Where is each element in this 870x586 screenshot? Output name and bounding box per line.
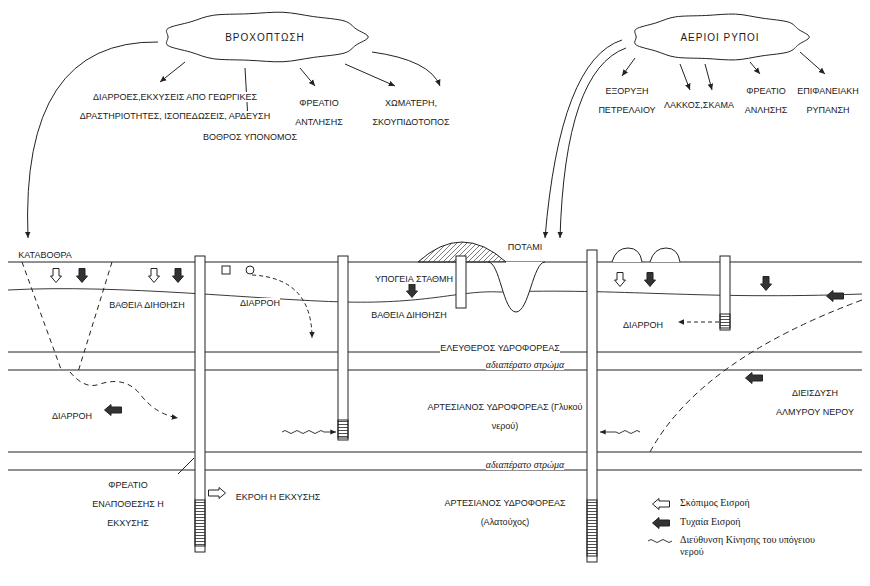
label-slot: ΔΙΕΙΣΔΥΣΗ ΑΛΜΥΡΟΥ ΝΕΡΟΥ: [770, 382, 860, 420]
annotation-label: αδιαπέρατο στρώμα: [486, 459, 565, 470]
annotation-label: ΒΑΘΕΙΑ ΔΙΗΘΗΣΗ: [109, 300, 184, 310]
label-slot: ΔΙΑΡΡΟΗ: [615, 314, 671, 333]
label-slot: ΔΙΑΡΡΟΗ: [44, 405, 100, 424]
cloud-shape: [166, 12, 368, 62]
leader-line: [178, 458, 194, 474]
label-slot: ΦΡΕΑΤΙΟ ΑΝΛΗΣΗΣ: [740, 80, 792, 118]
annotation-label: ΦΡΕΑΤΙΟ ΑΝΤΛΗΣΗΣ: [295, 98, 342, 127]
saltwater-front: [650, 300, 862, 452]
river-bed: [488, 262, 545, 312]
label-slot: ΒΟΘΡΟΣ ΥΠΟΝΟΜΟΣ: [200, 126, 300, 145]
label-slot: ΛΑΚΚΟΣ,ΣΚΑΜΑ: [660, 94, 738, 113]
annotation-label: ΔΙΑΡΡΟΗ: [240, 298, 280, 308]
annotation-label: ΠΟΤΑΜΙ: [508, 242, 542, 252]
label-slot: ΒΑΘΕΙΑ ΔΙΗΘΗΣΗ: [100, 294, 194, 313]
annotation-label: ΦΡΕΑΤΙΟ ΕΝΑΠΟΘΕΣΗΣ Η ΕΚΧΥΣΗΣ: [92, 480, 164, 528]
annotation-label: ΔΙΕΙΣΔΥΣΗ ΑΛΜΥΡΟΥ ΝΕΡΟΥ: [776, 388, 854, 417]
cloud-title: ΒΡΟΧΟΠΤΩΣΗ: [225, 32, 305, 43]
label-slot: ΕΚΡΟΗ Η ΕΚΧΥΣΗΣ: [228, 486, 328, 505]
river-channel: [488, 262, 545, 312]
label-slot: ΒΑΘΕΙΑ ΔΙΗΘΗΣΗ: [362, 304, 456, 323]
annotation-label: ΥΠΟΓΕΙΑ ΣΤΑΘΜΗ: [375, 274, 453, 284]
label-slot: ΚΑΤΑΒΟΘΡΑ: [10, 244, 80, 263]
legend-text: Σκόπιμος Εισροή: [680, 497, 750, 508]
label-slot: ΕΞΟΡΥΞΗ ΠΕΤΡΕΛΑΙΟΥ: [596, 80, 658, 118]
cloud-arrows: [28, 40, 825, 238]
label-slot: αδιαπέρατο στρώμα: [470, 454, 580, 473]
label-slot: ΑΡΤΕΣΙΑΝΟΣ ΥΔΡΟΦΟΡΕΑΣ (Αλατούχος): [425, 492, 585, 530]
sewer-symbol: [222, 266, 230, 274]
annotation-label: ΕΠΙΦΑΝΕΙΑΚΗ ΡΥΠΑΝΣΗ: [797, 86, 858, 115]
pit-symbols: [612, 248, 680, 262]
cloud-node: ΑΕΡΙΟΙ ΡΥΠΟΙ: [620, 8, 820, 66]
label-slot: ΦΡΕΑΤΙΟ ΑΝΤΛΗΣΗΣ: [288, 92, 350, 130]
legend-row: Διεύθυνση Κίνησης του υπόγειου νερού: [680, 534, 830, 558]
legend-row: Σκόπιμος Εισροή: [680, 497, 850, 509]
annotation-label: ΕΞΟΡΥΞΗ ΠΕΤΡΕΛΑΙΟΥ: [598, 86, 655, 115]
cesspit-symbol: [246, 266, 254, 274]
legend-text: Διεύθυνση Κίνησης του υπόγειου νερού: [680, 534, 815, 557]
cloud-node: ΒΡΟΧΟΠΤΩΣΗ: [150, 6, 380, 68]
sinkhole: [22, 262, 178, 418]
legend-text: Τυχαία Εισροή: [680, 516, 740, 527]
cloud-title: ΑΕΡΙΟΙ ΡΥΠΟΙ: [680, 32, 759, 43]
label-slot: ΕΛΕΥΘΕΡΟΣ ΥΔΡΟΦΟΡΕΑΣ: [430, 337, 570, 356]
annotation-label: ΦΡΕΑΤΙΟ ΑΝΛΗΣΗΣ: [745, 86, 788, 115]
annotation-label: ΕΛΕΥΘΕΡΟΣ ΥΔΡΟΦΟΡΕΑΣ: [440, 343, 560, 353]
annotation-label: ΒΟΘΡΟΣ ΥΠΟΝΟΜΟΣ: [203, 132, 297, 142]
annotation-label: ΚΑΤΑΒΟΘΡΑ: [18, 250, 72, 260]
annotation-label: αδιαπέρατο στρώμα: [486, 359, 565, 370]
annotation-label: ΒΑΘΕΙΑ ΔΙΗΘΗΣΗ: [371, 310, 446, 320]
inflow-arrows: [51, 269, 844, 499]
annotation-label: ΔΙΑΡΡΟΕΣ,ΕΚΧΥΣΕΙΣ ΑΠΟ ΓΕΩΡΓΙΚΕΣ ΔΡΑΣΤΗΡΙ…: [80, 92, 270, 121]
label-slot: αδιαπέρατο στρώμα: [470, 354, 580, 373]
label-slot: ΑΡΤΕΣΙΑΝΟΣ ΥΔΡΟΦΟΡΕΑΣ (Γλυκού νερού): [425, 396, 585, 434]
annotation-label: ΕΚΡΟΗ Η ΕΚΧΥΣΗΣ: [236, 492, 321, 502]
label-slot: ΕΠΙΦΑΝΕΙΑΚΗ ΡΥΠΑΝΣΗ: [793, 80, 863, 118]
label-slot: ΠΟΤΑΜΙ: [500, 236, 550, 255]
legend-samples: [648, 499, 672, 543]
legend-row: Τυχαία Εισροή: [680, 516, 850, 528]
label-slot: ΥΠΟΓΕΙΑ ΣΤΑΘΜΗ: [368, 268, 460, 287]
annotation-label: ΛΑΚΚΟΣ,ΣΚΑΜΑ: [664, 100, 734, 110]
flow-direction: [282, 431, 640, 434]
annotation-label: ΑΡΤΕΣΙΑΝΟΣ ΥΔΡΟΦΟΡΕΑΣ (Γλυκού νερού): [427, 402, 582, 431]
label-slot: ΔΙΑΡΡΟΕΣ,ΕΚΧΥΣΕΙΣ ΑΠΟ ΓΕΩΡΓΙΚΕΣ ΔΡΑΣΤΗΡΙ…: [75, 86, 275, 124]
annotation-label: ΧΩΜΑΤΕΡΗ, ΣΚΟΥΠΙΔΟΤΟΠΟΣ: [372, 98, 449, 127]
wells: [195, 250, 730, 562]
annotation-label: ΔΙΑΡΡΟΗ: [623, 320, 663, 330]
annotation-label: ΔΙΑΡΡΟΗ: [52, 411, 92, 421]
annotation-label: ΑΡΤΕΣΙΑΝΟΣ ΥΔΡΟΦΟΡΕΑΣ (Αλατούχος): [444, 498, 565, 527]
strata: [8, 262, 862, 470]
cloud-shape: [635, 14, 810, 60]
label-slot: ΔΙΑΡΡΟΗ: [232, 292, 288, 311]
leak-path: [678, 322, 719, 323]
label-slot: ΧΩΜΑΤΕΡΗ, ΣΚΟΥΠΙΔΟΤΟΠΟΣ: [362, 92, 460, 130]
label-slot: ΦΡΕΑΤΙΟ ΕΝΑΠΟΘΕΣΗΣ Η ΕΚΧΥΣΗΣ: [78, 474, 178, 531]
